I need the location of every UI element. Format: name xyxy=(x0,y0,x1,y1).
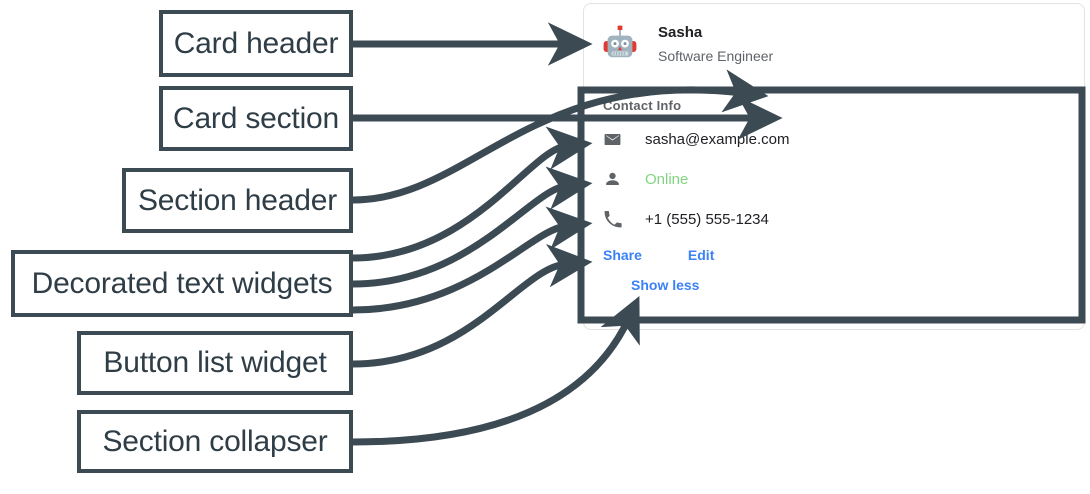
section-header-label: Contact Info xyxy=(603,98,682,113)
annotation-box-card-header: Card header xyxy=(159,10,353,77)
share-button[interactable]: Share xyxy=(603,247,642,263)
arrow-decorated-phone xyxy=(352,206,593,314)
section-collapser-button[interactable]: Show less xyxy=(631,277,700,293)
button-list-widget: Share Edit xyxy=(603,247,1084,263)
phone-icon xyxy=(603,210,625,229)
robot-avatar-icon xyxy=(600,24,640,64)
profile-card: Sasha Software Engineer Contact Info sas… xyxy=(583,3,1085,330)
annotation-label: Section collapser xyxy=(102,424,328,458)
annotation-box-decorated-text-widgets: Decorated text widgets xyxy=(11,250,353,317)
arrow-decorated-person xyxy=(352,166,593,288)
annotation-box-section-collapser: Section collapser xyxy=(77,410,353,473)
decorated-text-row-phone: +1 (555) 555-1234 xyxy=(603,205,1084,233)
arrow-decorated-email xyxy=(352,126,593,262)
arrow-section-header xyxy=(352,69,769,204)
card-section-outline xyxy=(577,86,1086,324)
annotation-label: Decorated text widgets xyxy=(31,266,333,300)
annotation-box-card-section: Card section xyxy=(159,86,353,151)
annotation-label: Section header xyxy=(137,183,337,217)
annotation-label: Card section xyxy=(172,101,339,135)
email-icon xyxy=(603,130,625,149)
annotation-box-button-list-widget: Button list widget xyxy=(77,331,353,395)
arrow-button-list xyxy=(352,243,593,368)
annotation-box-section-header: Section header xyxy=(122,168,353,233)
edit-button[interactable]: Edit xyxy=(687,247,715,263)
card-header-text: Sasha Software Engineer xyxy=(658,23,773,66)
person-icon xyxy=(603,170,625,189)
arrow-section-collapser xyxy=(352,295,640,446)
annotation-label: Button list widget xyxy=(103,346,327,379)
card-header-subtitle: Software Engineer xyxy=(658,47,774,64)
card-header: Sasha Software Engineer xyxy=(584,4,1084,66)
status-badge: Online xyxy=(645,170,689,188)
annotation-label: Card header xyxy=(173,26,339,60)
decorated-text-row-status: Online xyxy=(603,165,1084,193)
card-header-title: Sasha xyxy=(658,23,703,41)
decorated-text-value: +1 (555) 555-1234 xyxy=(645,210,769,228)
